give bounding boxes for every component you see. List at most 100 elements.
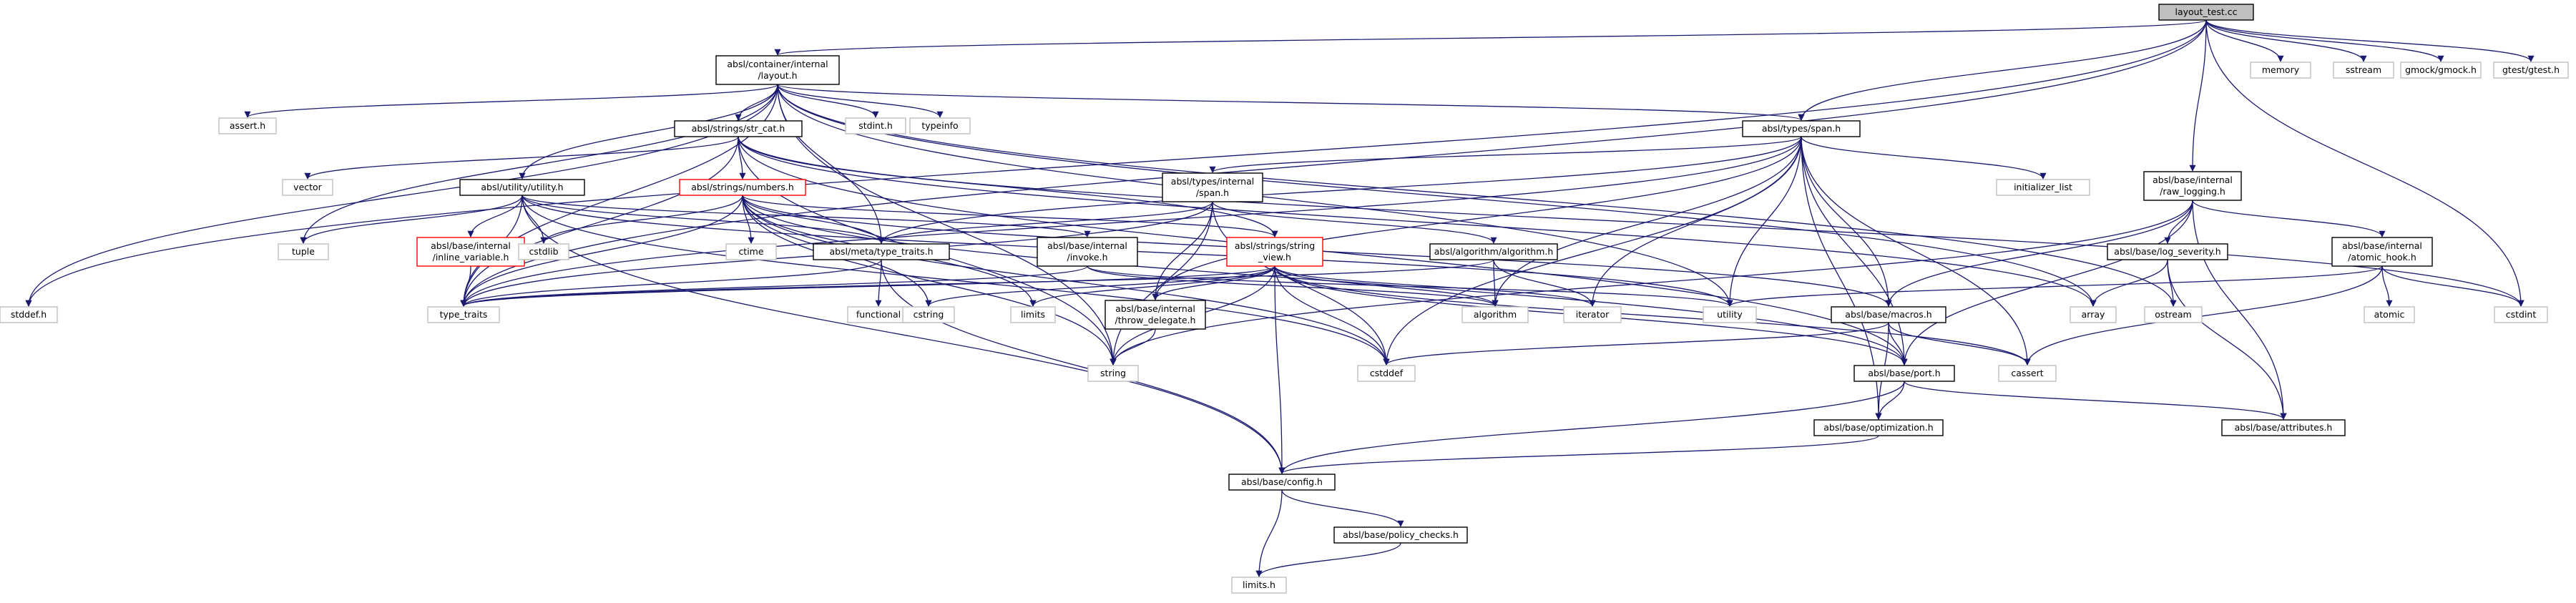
edge-numbers-to-type_traits <box>460 195 743 307</box>
node-label-functional-0: functional <box>856 309 901 320</box>
node-str_cat[interactable]: absl/strings/str_cat.h <box>674 120 803 137</box>
node-raw_logging[interactable]: absl/base/internal/raw_logging.h <box>2143 171 2242 201</box>
node-atomic_hook[interactable]: absl/base/internal/atomic_hook.h <box>2331 237 2433 267</box>
node-utility[interactable]: utility <box>1703 306 1757 323</box>
node-algorithm_h[interactable]: absl/algorithm/algorithm.h <box>1429 243 1558 260</box>
node-label-policy_checks-0: absl/base/policy_checks.h <box>1343 529 1459 540</box>
node-label-utility-0: utility <box>1717 309 1743 320</box>
node-config[interactable]: absl/base/config.h <box>1228 474 1336 491</box>
node-atomic[interactable]: atomic <box>2364 306 2415 323</box>
node-attributes[interactable]: absl/base/attributes.h <box>2221 419 2346 436</box>
node-stdint_h[interactable]: stdint.h <box>845 117 906 134</box>
node-box-string <box>1087 365 1139 382</box>
node-invoke[interactable]: absl/base/internal/invoke.h <box>1037 237 1138 267</box>
edge-types_span-to-types_internal_span <box>1209 136 1802 173</box>
edge-utility_h-to-cstdlib <box>521 195 547 244</box>
node-cstddef[interactable]: cstddef <box>1357 365 1416 382</box>
edge-type_traits_h-to-type_traits <box>460 259 882 307</box>
node-ctime[interactable]: ctime <box>725 243 777 260</box>
node-box-iterator <box>1563 306 1622 323</box>
node-limits[interactable]: limits <box>1010 306 1056 323</box>
node-cstdint[interactable]: cstdint <box>2494 306 2548 323</box>
node-string[interactable]: string <box>1087 365 1139 382</box>
node-tuple[interactable]: tuple <box>278 243 329 260</box>
node-box-limits <box>1010 306 1056 323</box>
node-label-atomic-0: atomic <box>2374 309 2405 320</box>
node-inline_variable[interactable]: absl/base/internal/inline_variable.h <box>416 237 525 267</box>
edge-string_view-to-iterator <box>1274 265 1596 307</box>
node-label-sstream-0: sstream <box>2346 64 2381 75</box>
node-box-memory <box>2250 62 2311 79</box>
node-box-ctime <box>725 243 777 260</box>
node-cstdlib[interactable]: cstdlib <box>518 243 569 260</box>
node-container_layout[interactable]: absl/container/internal/layout.h <box>715 55 840 85</box>
edge-types_span-to-initializer_list <box>1801 136 2047 180</box>
node-label-array-0: array <box>2082 309 2105 320</box>
edge-str_cat-to-type_traits <box>460 136 739 307</box>
node-type_traits_h[interactable]: absl/meta/type_traits.h <box>813 243 950 260</box>
node-cassert[interactable]: cassert <box>1998 365 2057 382</box>
edge-utility_h-to-tuple <box>300 195 523 244</box>
node-gmock[interactable]: gmock/gmock.h <box>2400 62 2482 79</box>
edge-types_span-to-type_traits_h <box>878 136 1802 244</box>
node-gtest[interactable]: gtest/gtest.h <box>2493 62 2569 79</box>
node-sstream[interactable]: sstream <box>2333 62 2394 79</box>
node-log_severity[interactable]: absl/base/log_severity.h <box>2107 243 2228 260</box>
node-stddef_h[interactable]: stddef.h <box>0 306 58 323</box>
node-iterator[interactable]: iterator <box>1563 306 1622 323</box>
node-type_traits[interactable]: type_traits <box>427 306 500 323</box>
node-port[interactable]: absl/base/port.h <box>1853 365 1955 382</box>
node-cstring[interactable]: cstring <box>902 306 955 323</box>
node-box-atomic_hook <box>2331 237 2433 267</box>
edge-optimization-to-config <box>1278 435 1879 474</box>
edge-type_traits_h-to-config <box>881 259 1285 474</box>
edge-utility_h-to-inline_variable <box>467 195 523 237</box>
node-array[interactable]: array <box>2070 306 2117 323</box>
edge-types_internal_span-to-throw_delegate <box>1152 201 1213 300</box>
node-types_span[interactable]: absl/types/span.h <box>1742 120 1861 137</box>
node-layer: layout_test.cc absl/container/internal/la… <box>0 4 2569 594</box>
node-initializer_list[interactable]: initializer_list <box>1996 179 2090 196</box>
node-throw_delegate[interactable]: absl/base/internal/throw_delegate.h <box>1105 300 1206 330</box>
node-box-type_traits <box>427 306 500 323</box>
edge-string_view-to-throw_delegate <box>1152 265 1275 300</box>
node-memory[interactable]: memory <box>2250 62 2311 79</box>
node-functional[interactable]: functional <box>847 306 910 323</box>
node-box-assert_h <box>218 117 277 134</box>
node-label-tuple-0: tuple <box>292 246 315 257</box>
node-limits_h[interactable]: limits.h <box>1231 577 1287 594</box>
node-ostream[interactable]: ostream <box>2144 306 2203 323</box>
node-types_internal_span[interactable]: absl/types/internal/span.h <box>1162 172 1263 202</box>
node-label-layout_test-0: layout_test.cc <box>2175 6 2238 17</box>
node-box-stdint_h <box>845 117 906 134</box>
edge-raw_logging-to-log_severity <box>2164 200 2193 244</box>
node-box-config <box>1228 474 1336 491</box>
node-typeinfo[interactable]: typeinfo <box>909 117 971 134</box>
node-label-limits-0: limits <box>1021 309 1045 320</box>
node-layout_test: layout_test.cc <box>2158 4 2254 21</box>
edge-types_internal_span-to-string <box>1110 201 1213 366</box>
edge-atomic_hook-to-cstdint <box>2381 265 2524 307</box>
edge-layout_test-to-container_layout <box>775 19 2207 56</box>
node-macros[interactable]: absl/base/macros.h <box>1831 306 1946 323</box>
node-string_view[interactable]: absl/strings/string_view.h <box>1226 237 1323 267</box>
node-vector[interactable]: vector <box>282 179 333 196</box>
node-algorithm[interactable]: algorithm <box>1461 306 1529 323</box>
node-label-macros-0: absl/base/macros.h <box>1845 309 1931 320</box>
node-utility_h[interactable]: absl/utility/utility.h <box>459 179 585 196</box>
node-label-initializer_list-0: initializer_list <box>2014 182 2072 192</box>
node-box-utility_h <box>459 179 585 196</box>
edge-raw_logging-to-atomic_hook <box>2192 200 2386 237</box>
node-policy_checks[interactable]: absl/base/policy_checks.h <box>1333 526 1468 544</box>
node-label-optimization-0: absl/base/optimization.h <box>1823 422 1933 433</box>
edge-layout_test-to-types_span <box>1798 19 2207 121</box>
node-numbers[interactable]: absl/strings/numbers.h <box>679 179 806 196</box>
edge-raw_logging-to-port <box>1901 200 2193 366</box>
edge-str_cat-to-cstdint <box>738 136 2524 307</box>
node-assert_h[interactable]: assert.h <box>218 117 277 134</box>
edge-config-to-limits_h <box>1255 489 1283 577</box>
node-box-array <box>2070 306 2117 323</box>
node-optimization[interactable]: absl/base/optimization.h <box>1813 419 1944 436</box>
node-label-atomic_hook-1: /atomic_hook.h <box>2348 252 2416 263</box>
